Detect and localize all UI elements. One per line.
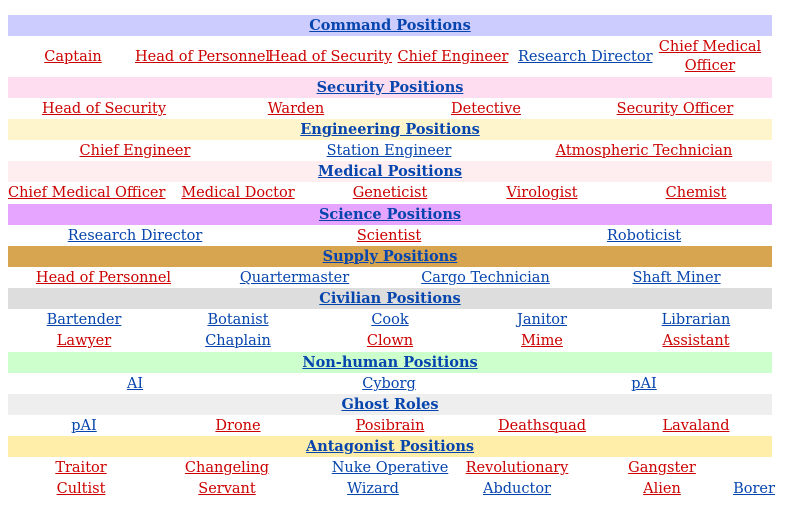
abductor-link[interactable]: Abductor [483, 481, 551, 497]
supply-row: Head of Personnel Quartermaster Cargo Te… [8, 268, 772, 288]
captain-link[interactable]: Captain [44, 49, 102, 65]
medical-doctor-link[interactable]: Medical Doctor [181, 185, 295, 201]
mime-link[interactable]: Mime [521, 333, 563, 349]
medical-row: Chief Medical Officer Medical Doctor Gen… [8, 183, 772, 203]
command-row: Captain Head of Personnel Head of Securi… [8, 38, 772, 76]
security-head-of-security-link[interactable]: Head of Security [41, 101, 167, 117]
civilian-header: Civilian Positions [8, 288, 772, 309]
antagonist-positions-link[interactable]: Antagonist Positions [305, 438, 475, 455]
virologist-link[interactable]: Virologist [506, 185, 578, 201]
chief-medical-officer-link[interactable]: Chief Medical Officer [658, 39, 762, 74]
revolutionary-link[interactable]: Revolutionary [465, 460, 569, 476]
changeling-link[interactable]: Changeling [184, 460, 270, 476]
chaplain-link[interactable]: Chaplain [205, 333, 271, 349]
janitor-link[interactable]: Janitor [517, 312, 567, 328]
antagonist-row-1: Traitor Changeling Nuke Operative Revolu… [8, 458, 772, 479]
nonhuman-positions-link[interactable]: Non-human Positions [302, 354, 478, 371]
deathsquad-link[interactable]: Deathsquad [497, 418, 586, 434]
command-header: Command Positions [8, 15, 772, 36]
engineering-chief-engineer-link[interactable]: Chief Engineer [79, 143, 191, 159]
shaft-miner-link[interactable]: Shaft Miner [632, 270, 721, 286]
servant-link[interactable]: Servant [198, 481, 256, 497]
ghost-row: pAI Drone Posibrain Deathsquad Lavaland [8, 416, 772, 436]
nonhuman-row: AI Cyborg pAI [8, 374, 772, 394]
civilian-row-1: Bartender Botanist Cook Janitor Libraria… [8, 310, 772, 331]
antagonist-row-2: Cultist Servant Wizard Abductor Alien Bo… [8, 479, 775, 500]
civilian-positions-link[interactable]: Civilian Positions [319, 290, 461, 307]
borer-link[interactable]: Borer [733, 481, 775, 497]
civilian-row-2: Lawyer Chaplain Clown Mime Assistant [8, 331, 772, 352]
nuke-operative-link[interactable]: Nuke Operative [331, 460, 449, 476]
antagonist-header: Antagonist Positions [8, 436, 772, 457]
posibrain-link[interactable]: Posibrain [355, 418, 425, 434]
ghost-header: Ghost Roles [8, 394, 772, 415]
cargo-technician-link[interactable]: Cargo Technician [421, 270, 550, 286]
security-positions-link[interactable]: Security Positions [316, 79, 464, 96]
supply-positions-link[interactable]: Supply Positions [322, 248, 458, 265]
cultist-link[interactable]: Cultist [56, 481, 106, 497]
science-header: Science Positions [8, 204, 772, 225]
engineering-header: Engineering Positions [8, 119, 772, 140]
security-row: Head of Security Warden Detective Securi… [8, 99, 772, 119]
assistant-link[interactable]: Assistant [662, 333, 730, 349]
botanist-link[interactable]: Botanist [207, 312, 269, 328]
detective-link[interactable]: Detective [451, 101, 521, 117]
librarian-link[interactable]: Librarian [661, 312, 731, 328]
warden-link[interactable]: Warden [267, 101, 325, 117]
cyborg-link[interactable]: Cyborg [362, 376, 416, 392]
chemist-link[interactable]: Chemist [665, 185, 727, 201]
head-of-personnel-link[interactable]: Head of Personnel [135, 49, 271, 65]
scientist-link[interactable]: Scientist [356, 228, 422, 244]
ghost-pai-link[interactable]: pAI [71, 418, 97, 434]
lavaland-link[interactable]: Lavaland [662, 418, 730, 434]
nonhuman-header: Non-human Positions [8, 352, 772, 373]
science-research-director-link[interactable]: Research Director [67, 228, 203, 244]
drone-link[interactable]: Drone [215, 418, 261, 434]
security-officer-link[interactable]: Security Officer [616, 101, 734, 117]
lawyer-link[interactable]: Lawyer [56, 333, 112, 349]
chief-engineer-link[interactable]: Chief Engineer [397, 49, 509, 65]
gangster-link[interactable]: Gangster [628, 460, 696, 476]
geneticist-link[interactable]: Geneticist [352, 185, 428, 201]
engineering-positions-link[interactable]: Engineering Positions [300, 121, 480, 138]
wizard-link[interactable]: Wizard [347, 481, 399, 497]
medical-positions-link[interactable]: Medical Positions [317, 163, 463, 180]
supply-header: Supply Positions [8, 246, 772, 267]
head-of-security-link[interactable]: Head of Security [268, 49, 393, 65]
science-row: Research Director Scientist Roboticist [8, 226, 772, 246]
atmospheric-technician-link[interactable]: Atmospheric Technician [555, 143, 733, 159]
medical-chief-medical-officer-link[interactable]: Chief Medical Officer [8, 185, 166, 201]
medical-header: Medical Positions [8, 161, 772, 182]
science-positions-link[interactable]: Science Positions [318, 206, 462, 223]
clown-link[interactable]: Clown [366, 333, 414, 349]
station-engineer-link[interactable]: Station Engineer [326, 143, 452, 159]
cook-link[interactable]: Cook [371, 312, 409, 328]
alien-link[interactable]: Alien [643, 481, 681, 497]
traitor-link[interactable]: Traitor [55, 460, 107, 476]
security-header: Security Positions [8, 77, 772, 98]
pai-link[interactable]: pAI [631, 376, 657, 392]
research-director-link[interactable]: Research Director [518, 49, 653, 65]
ghost-roles-link[interactable]: Ghost Roles [341, 396, 439, 413]
bartender-link[interactable]: Bartender [46, 312, 122, 328]
roboticist-link[interactable]: Roboticist [606, 228, 682, 244]
supply-head-of-personnel-link[interactable]: Head of Personnel [35, 270, 172, 286]
engineering-row: Chief Engineer Station Engineer Atmosphe… [8, 141, 772, 161]
ai-link[interactable]: AI [126, 376, 144, 392]
quartermaster-link[interactable]: Quartermaster [239, 270, 350, 286]
command-positions-link[interactable]: Command Positions [309, 17, 471, 34]
